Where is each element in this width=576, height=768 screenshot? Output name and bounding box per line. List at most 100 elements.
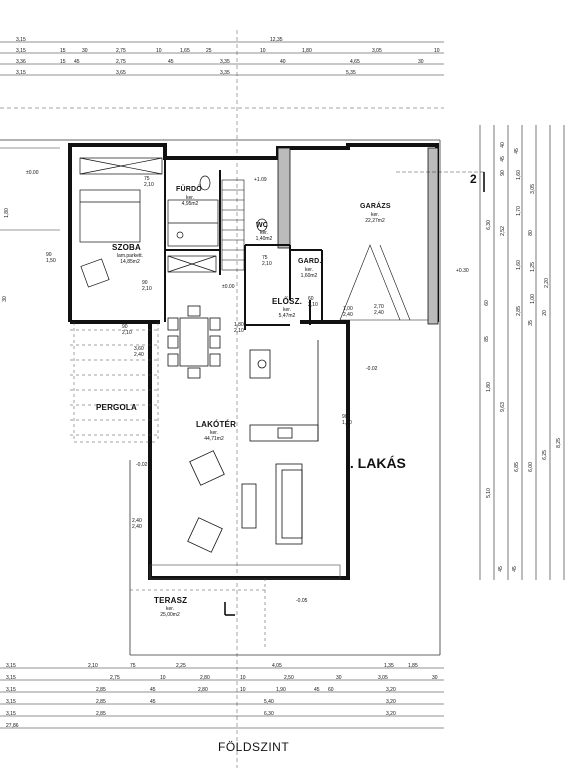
- dim-text: 2,20: [543, 278, 550, 288]
- opening-size: 3,60 2,40: [134, 346, 144, 358]
- opening-size: 1,80 2,10: [234, 322, 244, 334]
- level-mark: -0.05: [296, 598, 308, 604]
- opening-size: 75 2,10: [262, 255, 272, 267]
- dim-text: 2,25: [176, 663, 186, 669]
- room-area-wc: 1,40m2: [255, 236, 273, 242]
- room-area-gardrob: 1,60m2: [300, 273, 318, 279]
- dim-text: 45: [511, 566, 518, 572]
- dim-text: 3,35: [220, 70, 230, 76]
- level-mark: +0.30: [456, 268, 469, 274]
- sheet-title: FÖLDSZINT: [218, 740, 290, 754]
- dining-table: [167, 305, 221, 379]
- dim-text: 3,05: [378, 675, 388, 681]
- dim-text: 45: [497, 566, 504, 572]
- opening-size: 60 2,10: [308, 296, 318, 308]
- opening-size: 1,00 2,40: [343, 306, 353, 318]
- dim-text: 1,80: [302, 48, 312, 54]
- dim-text: 3,15: [6, 711, 16, 717]
- dim-text: 25: [206, 48, 212, 54]
- dim-text: 1,35: [384, 663, 394, 669]
- dim-text: 2,75: [116, 48, 126, 54]
- dim-text: 2,75: [116, 59, 126, 65]
- dim-text: 2,85: [515, 306, 522, 316]
- dim-text: 6,25: [541, 450, 548, 460]
- interior-walls: [164, 158, 323, 330]
- dim-text: 1,80: [485, 382, 492, 392]
- dim-text: 45: [150, 699, 156, 705]
- room-name-garazs: GARÁZS: [360, 203, 391, 210]
- dim-text: 2,85: [96, 687, 106, 693]
- dim-text: 10: [260, 48, 266, 54]
- kitchen: [249, 340, 319, 442]
- bottom-dimension-lines: [0, 667, 444, 729]
- dim-text: 80: [527, 230, 534, 236]
- dim-text: 10: [240, 687, 246, 693]
- room-sub-szoba: lam.parkett. 14,85m2: [108, 253, 152, 265]
- dim-text: 6,30: [264, 711, 274, 717]
- section-marker: 2: [470, 172, 477, 186]
- room-area-terasz: 25,00m2: [160, 612, 180, 618]
- garage-ramp: [339, 244, 428, 321]
- dim-text: 4,05: [272, 663, 282, 669]
- room-sub-elosz: ker. 5,47m2: [270, 307, 304, 319]
- pergola-hatch: [70, 322, 159, 443]
- dim-text: 60: [328, 687, 334, 693]
- dim-text: 3,15: [6, 675, 16, 681]
- dim-text: 2,80: [198, 687, 208, 693]
- dim-text: 45: [150, 687, 156, 693]
- dim-text: 10: [240, 675, 246, 681]
- dim-text: 45: [168, 59, 174, 65]
- dim-text: 45: [74, 59, 80, 65]
- level-mark: -0.02: [366, 366, 378, 372]
- dim-text: 3,15: [16, 70, 26, 76]
- dim-text: 30: [82, 48, 88, 54]
- dim-text: 5,10: [485, 488, 492, 498]
- dim-text: 2,85: [96, 711, 106, 717]
- dim-text: 3,15: [16, 48, 26, 54]
- room-area-garazs: 22,27m2: [365, 218, 385, 224]
- dim-text: 10: [160, 675, 166, 681]
- dim-text: 45: [499, 156, 506, 162]
- staircase: [221, 179, 245, 271]
- dim-text: 1,25: [529, 262, 536, 272]
- dim-text: 30: [336, 675, 342, 681]
- dim-text: 3,20: [386, 711, 396, 717]
- room-area-szoba: 14,85m2: [120, 259, 140, 265]
- dim-text: 5,40: [264, 699, 274, 705]
- dim-text: 2,75: [110, 675, 120, 681]
- dim-text: 1,65: [180, 48, 190, 54]
- room-sub-lakoter: ker. 44,71m2: [196, 430, 232, 442]
- room-area-furdo: 4,95m2: [181, 201, 199, 207]
- dim-text: 10: [156, 48, 162, 54]
- opening-size: 90 2,10: [142, 280, 152, 292]
- dim-text: 30: [1, 296, 8, 302]
- right-dimension-lines: [479, 125, 565, 580]
- room-sub-furdo: ker. 4,95m2: [176, 195, 204, 207]
- dim-text: 27,86: [6, 723, 19, 729]
- dim-text: 3,65: [116, 70, 126, 76]
- opening-size: 90 1,50: [46, 252, 56, 264]
- dim-text: 3,36: [16, 59, 26, 65]
- room-sub-wc: ker. 1,40m2: [252, 230, 276, 242]
- dim-text: 9,63: [499, 402, 506, 412]
- room-name-terasz: TERASZ: [154, 596, 188, 605]
- garage-walls: [277, 147, 439, 325]
- dim-text: 6,00: [527, 462, 534, 472]
- room-area-lakoter: 44,71m2: [204, 436, 224, 442]
- room-name-gardrob: GARD.: [298, 258, 322, 265]
- dim-text: 75: [130, 663, 136, 669]
- room-sub-gardrob: ker. 1,60m2: [296, 267, 322, 279]
- dim-text: 3,15: [6, 663, 16, 669]
- dim-text: 1,90: [276, 687, 286, 693]
- dim-text: 1,85: [408, 663, 418, 669]
- dim-text: 2,50: [284, 675, 294, 681]
- room-name-pergola: PERGOLA: [96, 403, 137, 412]
- room-floor-garazs: ker.: [370, 212, 380, 218]
- opening-size: 90 2,10: [122, 324, 132, 336]
- living-furniture: [187, 450, 303, 553]
- room-name-elosz: ELŐSZ.: [272, 297, 303, 306]
- opening-size: 90 1,50: [342, 414, 352, 426]
- dim-text: 6,85: [513, 462, 520, 472]
- dim-text: 3,15: [16, 37, 26, 43]
- dim-text: 3,05: [372, 48, 382, 54]
